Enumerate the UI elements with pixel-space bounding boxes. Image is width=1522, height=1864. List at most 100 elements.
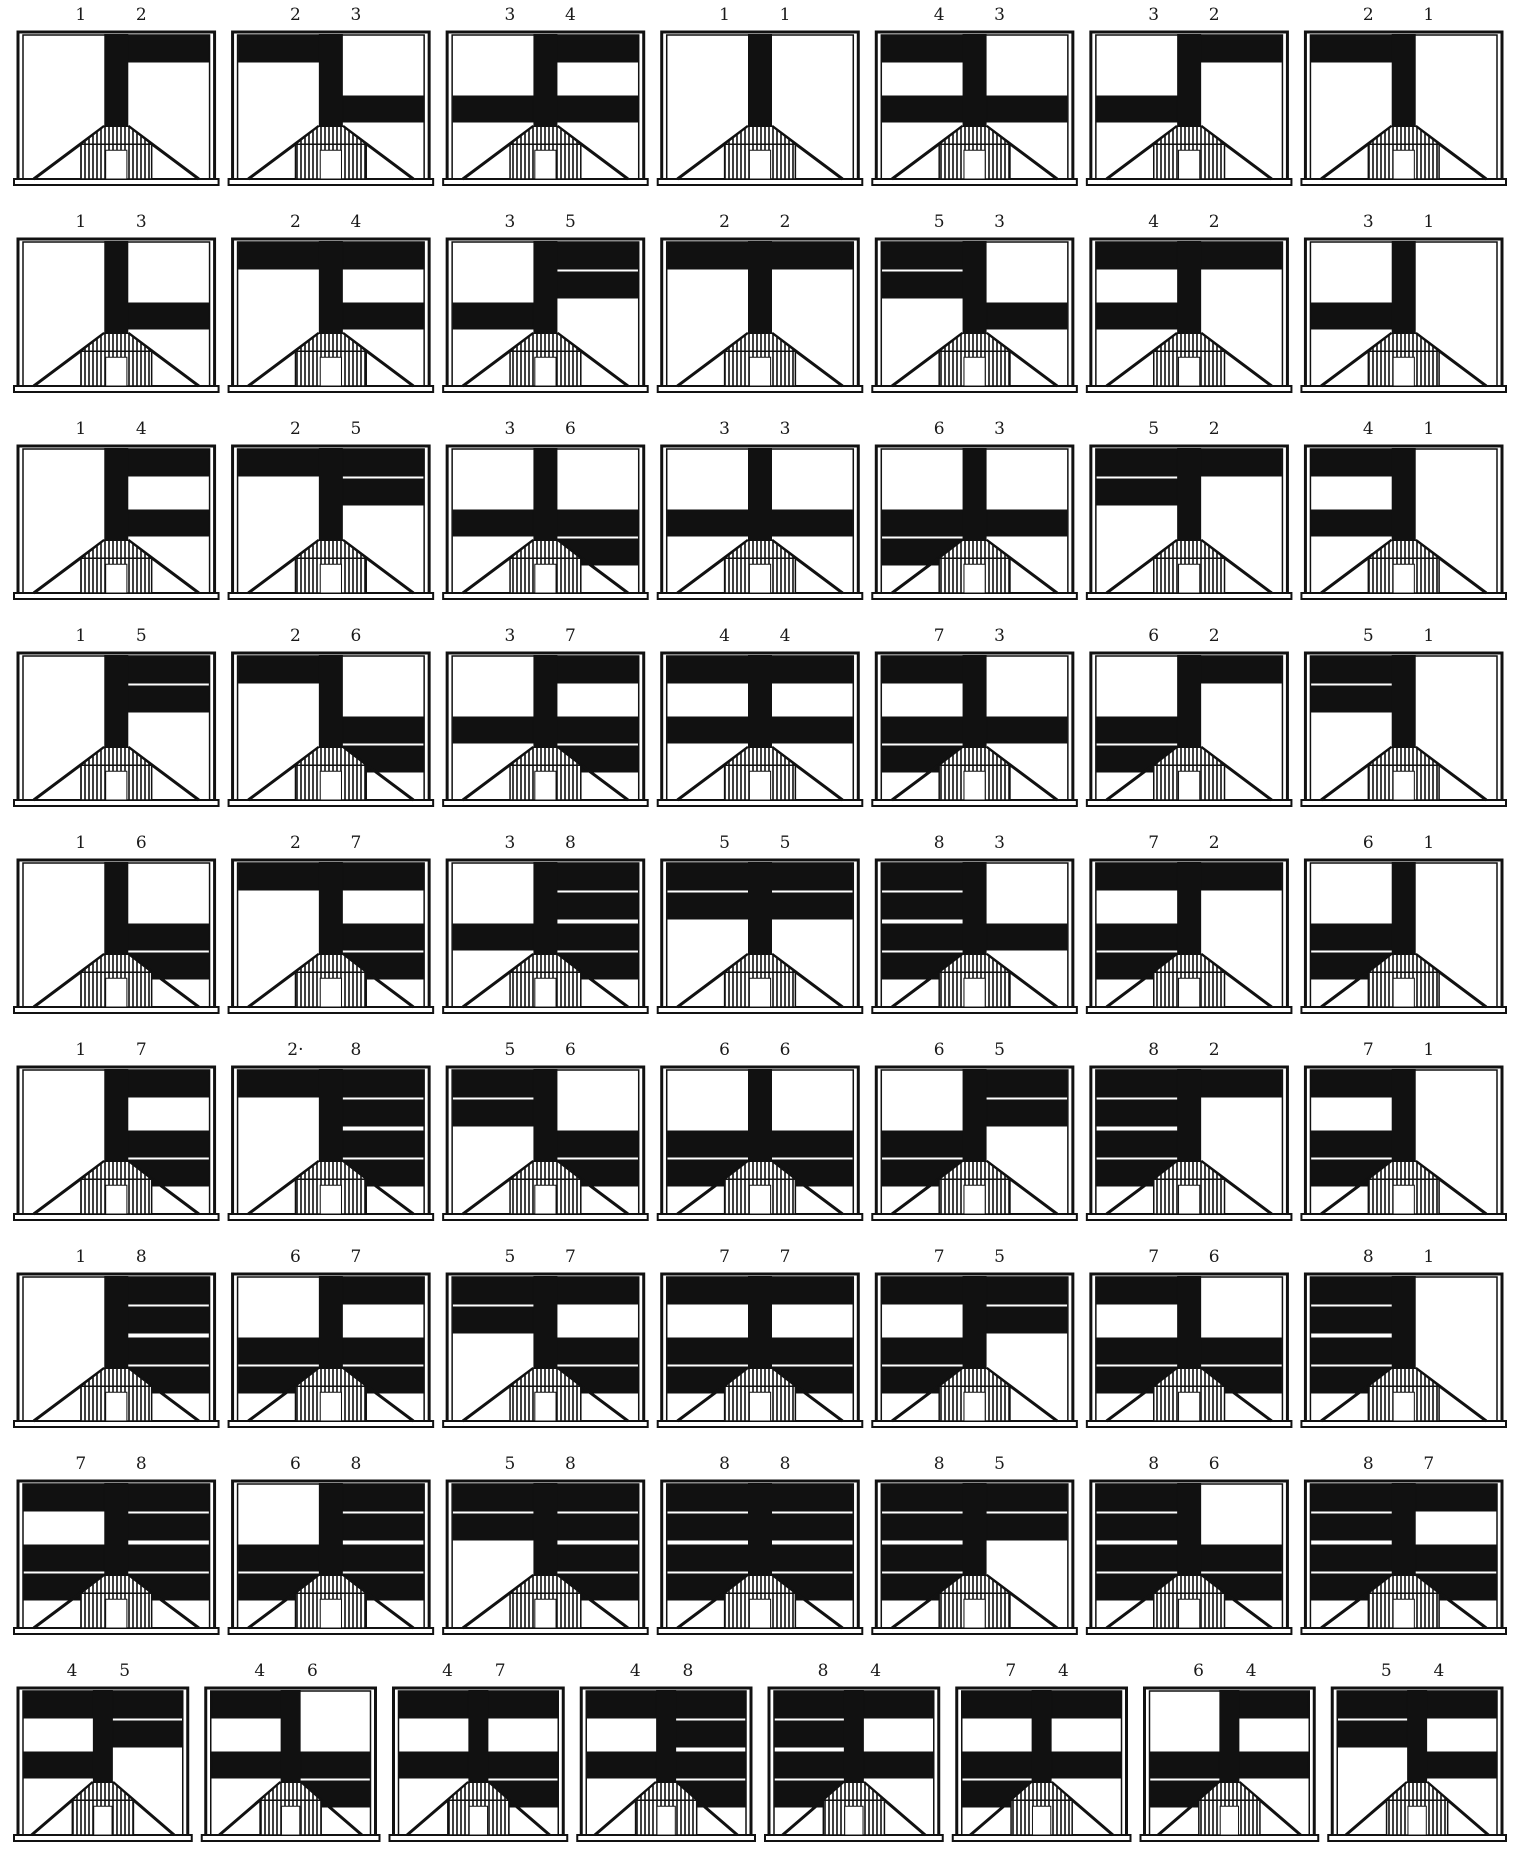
cell-label-right: 3: [994, 5, 1005, 25]
shutter-panel-l-mid-1: [1311, 1131, 1391, 1157]
shutter-panel-r-top-1: [128, 1485, 208, 1511]
shutter-panel-r-top-2: [128, 1307, 208, 1333]
base-rail: [202, 1835, 380, 1841]
central-post: [963, 34, 987, 126]
cell-label-left: 2: [290, 212, 301, 232]
shutter-panel-l-mid-1: [453, 96, 533, 122]
pedestal-doorway: [749, 978, 770, 1007]
shutter-panel-r-mid-1: [128, 303, 208, 329]
shutter-panel-l-mid-1: [775, 1752, 844, 1778]
pedestal-doorway: [320, 1185, 341, 1214]
shutter-panel-r-top-1: [557, 243, 637, 269]
base-rail: [443, 179, 648, 185]
pedestal-doorway: [1179, 1599, 1200, 1628]
base-rail: [229, 386, 434, 392]
shutter-panel-l-top-1: [882, 1485, 962, 1511]
cell-label-right: 6: [307, 1661, 318, 1681]
pedestal-doorway: [320, 1392, 341, 1421]
central-post: [1407, 1690, 1427, 1782]
cell-label-right: 3: [994, 626, 1005, 646]
cell-label-left: 4: [67, 1661, 78, 1681]
central-post: [319, 655, 343, 747]
shutter-panel-r-mid-1: [488, 1752, 557, 1778]
pedestal-doorway: [320, 564, 341, 593]
central-post: [656, 1690, 676, 1782]
shutter-panel-l-top-2: [882, 893, 962, 919]
cell-label-right: 5: [119, 1661, 130, 1681]
shutter-panel-l-top-1: [1097, 1278, 1177, 1304]
shutter-panel-r-top-1: [128, 1071, 208, 1097]
shutter-panel-r-mid-1: [343, 1131, 423, 1157]
central-post: [533, 655, 557, 747]
base-rail: [1087, 1421, 1292, 1427]
shutter-panel-l-top-1: [775, 1692, 844, 1718]
base-rail: [14, 179, 219, 185]
cell-label-left: 7: [719, 1247, 730, 1267]
shutter-panel-l-top-1: [668, 1278, 748, 1304]
pedestal-doorway: [964, 564, 985, 593]
shutter-panel-l-top-1: [668, 243, 748, 269]
cell-label-left: 4: [934, 5, 945, 25]
cell-label-right: 2: [1209, 833, 1220, 853]
cell-label-left: 3: [505, 212, 516, 232]
shutter-panel-l-top-1: [239, 450, 319, 476]
cell-label-left: 8: [934, 1454, 945, 1474]
cell-label-left: 7: [1363, 1040, 1374, 1060]
shutter-panel-l-top-2: [668, 1514, 748, 1540]
shutter-panel-l-mid-1: [1151, 1752, 1220, 1778]
shutter-panel-r-mid-1: [128, 1545, 208, 1571]
base-rail: [443, 386, 648, 392]
shutter-panel-l-mid-1: [1311, 1545, 1391, 1571]
cell-label-left: 2: [290, 626, 301, 646]
shutter-panel-r-top-1: [1201, 657, 1281, 683]
base-rail: [658, 1421, 863, 1427]
shutter-panel-r-mid-1: [864, 1752, 933, 1778]
cell-label-right: 1: [1423, 5, 1434, 25]
cell-label-right: 7: [350, 833, 361, 853]
pedestal-doorway: [535, 978, 556, 1007]
shutter-panel-l-mid-1: [1311, 510, 1391, 536]
cell-label-right: 4: [1434, 1661, 1445, 1681]
central-post: [1177, 655, 1201, 747]
pedestal-doorway: [1179, 1185, 1200, 1214]
pedestal-doorway: [749, 771, 770, 800]
shutter-panel-l-mid-1: [668, 1545, 748, 1571]
shutter-panel-r-top-2: [987, 1100, 1067, 1126]
base-rail: [872, 593, 1077, 599]
base-rail: [577, 1835, 755, 1841]
pedestal-doorway: [749, 1185, 770, 1214]
shutter-panel-r-mid-1: [557, 96, 637, 122]
central-post: [1392, 241, 1416, 333]
cell-label-left: 8: [1363, 1454, 1374, 1474]
shutter-panel-r-mid-1: [987, 924, 1067, 950]
shutter-panel-r-top-2: [676, 1721, 745, 1747]
cell-label-right: 4: [565, 5, 576, 25]
cell-label-right: 7: [1423, 1454, 1434, 1474]
shutter-panel-l-mid-1: [882, 510, 962, 536]
base-rail: [1301, 1214, 1506, 1220]
pedestal-doorway: [320, 1599, 341, 1628]
cell-label-right: 5: [350, 419, 361, 439]
shutter-panel-r-top-1: [128, 36, 208, 62]
central-post: [319, 1483, 343, 1575]
cell-label-right: 2: [1209, 212, 1220, 232]
cell-label-left: 8: [818, 1661, 829, 1681]
shutter-panel-l-top-1: [453, 1071, 533, 1097]
cell-label-right: 6: [350, 626, 361, 646]
shutter-panel-r-mid-1: [343, 1338, 423, 1364]
pedestal-doorway: [1179, 1392, 1200, 1421]
central-post: [533, 448, 557, 540]
